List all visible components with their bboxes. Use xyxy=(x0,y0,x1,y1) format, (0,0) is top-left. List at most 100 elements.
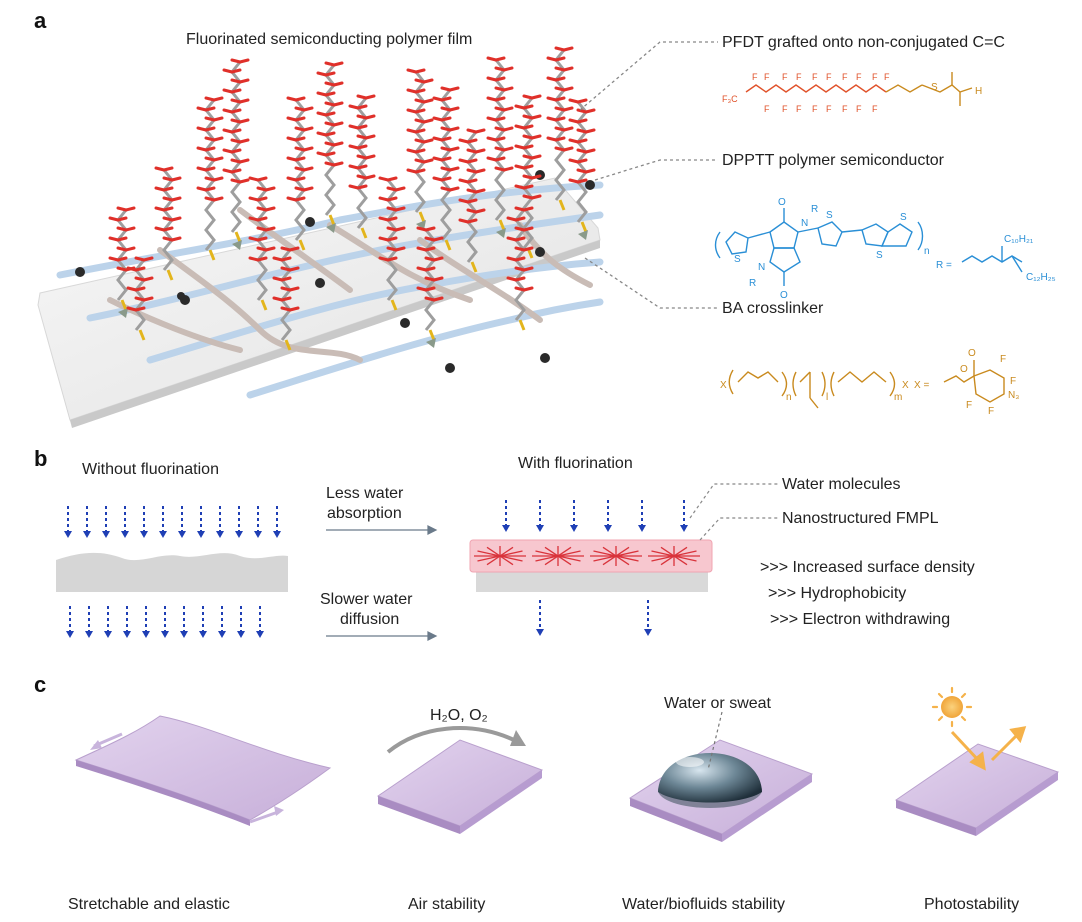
property-hydrophobicity: >>> Hydrophobicity xyxy=(768,585,906,602)
pfdt-stem xyxy=(356,97,368,229)
fluorine-atom xyxy=(414,148,426,154)
fluorine-atom xyxy=(302,186,314,192)
sulfur-atom xyxy=(138,329,146,341)
fluorine-atom xyxy=(294,136,306,142)
fluorine-atom xyxy=(332,81,344,87)
fluorine-atom xyxy=(522,226,534,232)
fluorine-atom xyxy=(576,178,588,184)
fluorine-atom xyxy=(466,178,478,184)
dpptt-r-eq: R = xyxy=(936,260,952,271)
fluorine-atom xyxy=(474,128,486,134)
pfdt-f-bottom: F xyxy=(812,104,818,114)
sulfur-atom xyxy=(284,339,292,351)
fluorine-atom xyxy=(584,168,596,174)
photostability-plate xyxy=(894,743,1060,836)
fluorine-atom xyxy=(116,256,128,262)
graft-node xyxy=(118,308,128,318)
fluorine-atom xyxy=(324,151,336,157)
sulfur-atom xyxy=(428,329,436,341)
fluorine-atom xyxy=(238,78,250,84)
crosslink-knots xyxy=(75,170,595,373)
fluorine-atom xyxy=(332,101,344,107)
fluorine-atom xyxy=(522,144,534,150)
b-left-title: Without fluorination xyxy=(82,461,219,478)
fluorine-atom xyxy=(414,88,426,94)
fluorine-atom xyxy=(494,96,506,102)
fluorine-atom xyxy=(424,286,436,292)
graft-node xyxy=(578,230,588,240)
fluorine-atom xyxy=(554,116,566,122)
gas-label: H₂O, O₂ xyxy=(430,707,488,724)
fluorine-atom xyxy=(302,166,314,172)
gas-arrow xyxy=(386,726,526,754)
fluorine-atom xyxy=(494,156,506,162)
water-arrow-head xyxy=(570,525,578,532)
graft-node xyxy=(326,223,336,233)
fluorine-atom xyxy=(238,138,250,144)
fluorine-atom xyxy=(530,134,542,140)
fluorine-atom xyxy=(134,266,146,272)
dpptt-c10: C₁₀H₂₁ xyxy=(1004,234,1034,245)
sun-icon xyxy=(931,686,973,728)
fluorine-atom xyxy=(414,168,426,174)
arrow1-line1: Less water xyxy=(326,485,404,502)
pfdt-stem xyxy=(134,259,146,331)
ba-x-eq: X = xyxy=(914,380,929,391)
fluorine-atom xyxy=(448,106,460,112)
fluorine-atom xyxy=(356,184,368,190)
fluorine-atom xyxy=(386,176,398,182)
fluorine-atom xyxy=(514,256,526,262)
pfdt-side-chains xyxy=(108,46,596,351)
ba-n3: N₃ xyxy=(1008,390,1019,401)
water-arrow-head xyxy=(121,531,129,538)
fluorine-atom xyxy=(294,196,306,202)
fluorine-atom xyxy=(576,158,588,164)
fluorine-atom xyxy=(432,236,444,242)
fluorine-atom xyxy=(530,114,542,120)
fluorine-atom xyxy=(414,108,426,114)
light-ray-arrows xyxy=(950,726,1027,771)
pfdt-stem xyxy=(324,64,336,216)
fluorine-atom xyxy=(522,286,534,292)
fluorine-atom xyxy=(302,126,314,132)
pfdt-f-bottom: F xyxy=(764,104,770,114)
fluorine-atom xyxy=(466,158,478,164)
fluorine-atom xyxy=(522,206,534,212)
fluorine-atom xyxy=(364,154,376,160)
pfdt-stem xyxy=(230,61,242,233)
fluorine-atom xyxy=(116,216,128,222)
fluorine-atom xyxy=(288,286,300,292)
fluorine-atom xyxy=(522,164,534,170)
graft-node xyxy=(496,228,506,238)
fluorine-atom xyxy=(554,76,566,82)
process-arrows xyxy=(326,525,438,641)
water-arrow-head xyxy=(536,629,544,636)
pfdt-stem xyxy=(522,97,534,249)
water-arrow-head xyxy=(159,531,167,538)
fluorine-atom xyxy=(212,96,224,102)
ba-sub-l: l xyxy=(826,392,828,403)
pfdt-f-top: F xyxy=(826,72,832,82)
fluorinated-film xyxy=(469,539,713,592)
pfdt-f-top: F xyxy=(796,72,802,82)
pfdt-stem xyxy=(116,209,128,301)
fluorine-atom xyxy=(364,114,376,120)
fluorine-atom xyxy=(502,146,514,152)
sulfur-atom xyxy=(518,319,526,331)
ba-f-4: F xyxy=(988,406,994,417)
fluorine-atom xyxy=(238,118,250,124)
dpptt-n-top: N xyxy=(801,218,808,229)
fluorine-atom xyxy=(142,276,154,282)
fluorine-atom xyxy=(238,178,250,184)
fluorine-atom xyxy=(162,226,174,232)
fluorine-atom xyxy=(204,166,216,172)
pfdt-f-bottom: F xyxy=(872,104,878,114)
fluorine-atom xyxy=(124,226,136,232)
fluorine-atom xyxy=(142,296,154,302)
fluorine-atom xyxy=(466,198,478,204)
water-arrow-head xyxy=(216,531,224,538)
fluorine-atom xyxy=(124,206,136,212)
arrow2-line1: Slower water xyxy=(320,591,413,608)
fluorine-atom xyxy=(294,156,306,162)
fluorine-atom xyxy=(230,148,242,154)
